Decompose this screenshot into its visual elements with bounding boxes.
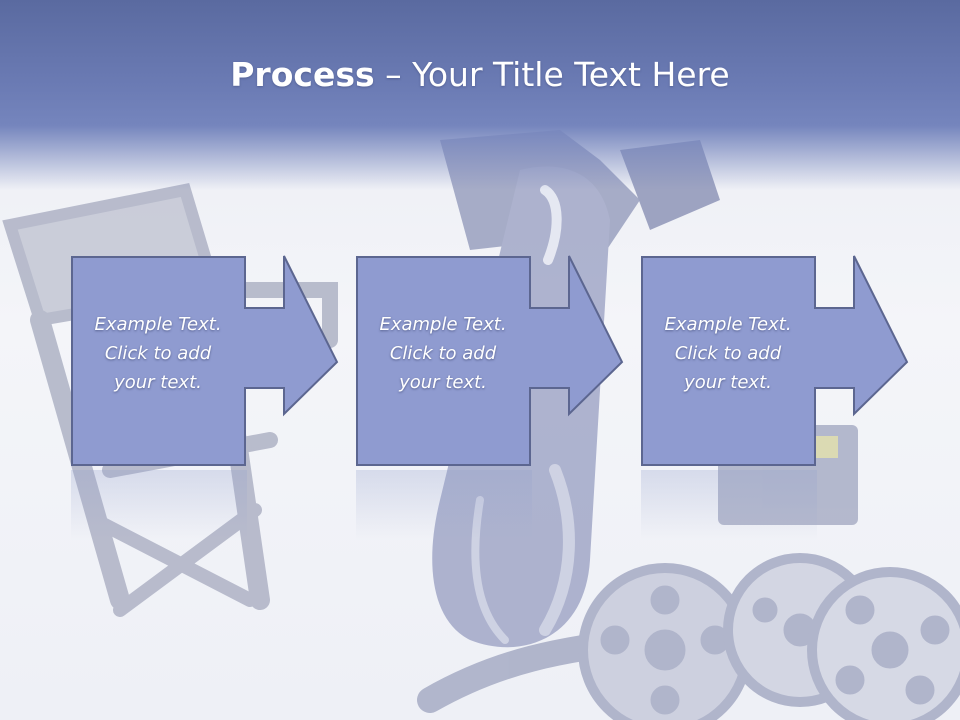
arrow-box-shape <box>641 255 909 466</box>
arrow-box-shape <box>71 255 339 466</box>
step-text-line: Example Text. <box>664 314 792 335</box>
step-text-line: Click to add <box>104 343 212 364</box>
step-text-line: your text. <box>114 372 202 393</box>
step-text: Example Text. Click to add your text. <box>358 310 528 397</box>
step-text: Example Text. Click to add your text. <box>73 310 243 397</box>
process-step-3[interactable]: Example Text. Click to add your text. <box>641 255 909 466</box>
step-reflection <box>71 470 247 540</box>
step-reflection <box>641 470 817 540</box>
step-text-line: Example Text. <box>94 314 222 335</box>
process-step-2[interactable]: Example Text. Click to add your text. <box>356 255 624 466</box>
arrow-box-shape <box>356 255 624 466</box>
title-rest: – Your Title Text Here <box>374 55 730 94</box>
slide-title[interactable]: Process – Your Title Text Here <box>0 52 960 98</box>
process-step-1[interactable]: Example Text. Click to add your text. <box>71 255 339 466</box>
title-bold: Process <box>230 55 375 94</box>
step-text-line: Click to add <box>389 343 497 364</box>
step-text-line: your text. <box>684 372 772 393</box>
step-text-line: your text. <box>399 372 487 393</box>
title-bar <box>0 0 960 190</box>
step-text: Example Text. Click to add your text. <box>643 310 813 397</box>
step-text-line: Click to add <box>674 343 782 364</box>
step-text-line: Example Text. <box>379 314 507 335</box>
step-reflection <box>356 470 532 540</box>
film-reel-icon <box>417 553 960 720</box>
